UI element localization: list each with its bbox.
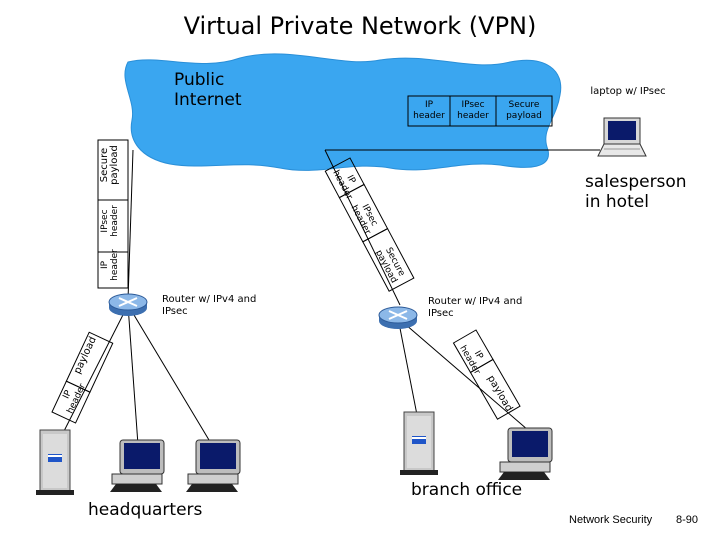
tunnel-line-right	[324, 149, 401, 306]
footer-title: Network Security	[569, 514, 653, 526]
laptop-icon	[597, 117, 647, 157]
hq-server-icon	[36, 429, 74, 495]
footer-page-number: 8-90	[676, 514, 699, 526]
router-left-label: Router w/ IPv4 and IPsec	[162, 294, 257, 317]
hq-pc-2-icon	[186, 439, 241, 492]
router-left	[108, 293, 148, 316]
hq-lan-packet	[51, 331, 114, 424]
left-packet-ipsec-header: IPsec header	[100, 205, 120, 237]
branch-server-icon	[400, 411, 438, 475]
public-internet-label: Public Internet	[174, 70, 242, 110]
lan-line-hq-server	[61, 304, 129, 436]
top-packet-ipsec-header: IPsec header	[457, 100, 489, 121]
right-tunnel-packet	[324, 157, 415, 292]
top-packet	[407, 95, 553, 127]
branch-office-label: branch office	[411, 480, 523, 500]
public-internet-cloud	[124, 53, 562, 171]
router-right	[378, 306, 418, 329]
headquarters-label: headquarters	[88, 500, 203, 520]
hq-pc-1-icon	[110, 439, 165, 492]
salesperson-label: salesperson in hotel	[585, 172, 687, 212]
lan-line-hq-pc2	[127, 304, 213, 446]
left-packet-secure-payload: Secure payload	[99, 145, 120, 185]
top-packet-ip-header: IP header	[413, 100, 445, 121]
top-packet-secure-payload: Secure payload	[506, 100, 542, 121]
slide-title: Virtual Private Network (VPN)	[183, 12, 537, 40]
lan-line-branch-server	[397, 317, 419, 421]
router-right-label: Router w/ IPv4 and IPsec	[428, 296, 523, 319]
branch-pc-icon	[498, 427, 553, 480]
branch-lan-packet	[452, 329, 521, 420]
tunnel-line-left	[127, 149, 134, 301]
laptop-label: laptop w/ IPsec	[590, 86, 666, 97]
lan-line-branch-pc	[397, 317, 529, 431]
left-packet-ip-header: IP header	[100, 249, 120, 281]
left-tunnel-packet	[97, 139, 129, 289]
lan-line-hq-pc1	[127, 304, 139, 446]
